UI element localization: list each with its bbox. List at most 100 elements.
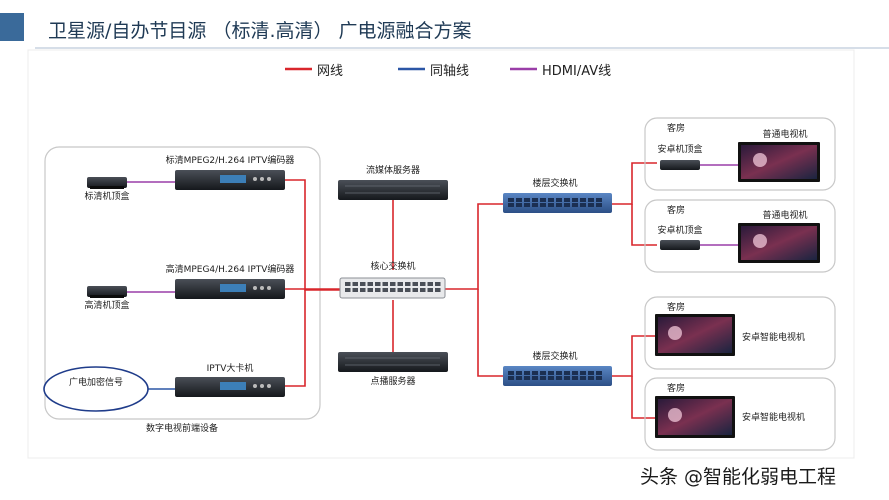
switch-port [427, 282, 433, 286]
switch-port [564, 371, 570, 375]
room-2-title: 客房 [667, 204, 685, 216]
headend-group [44, 146, 321, 420]
switch-port [564, 198, 570, 202]
switch-port [360, 288, 366, 292]
switch-port [397, 288, 403, 292]
room-2: 客房 安卓机顶盒 普通电视机 [644, 199, 836, 273]
switch-port [572, 203, 578, 207]
room-2-tv-device [738, 223, 820, 263]
room-4-tv-device [655, 396, 735, 438]
sd-encoder-label: 标清MPEG2/H.264 IPTV编码器 [166, 154, 295, 166]
switch-port [420, 282, 426, 286]
title-bar: 卫星源/自办节目源 （标清.高清） 广电源融合方案 [0, 10, 889, 50]
wire-core-floor2 [477, 289, 503, 377]
switch-port [367, 288, 373, 292]
switch-port [508, 203, 514, 207]
room-1: 客房 安卓机顶盒 普通电视机 [644, 117, 836, 191]
switch-port [580, 203, 586, 207]
legend-hdmi-label: HDMI/AV线 [542, 64, 611, 79]
switch-port [420, 288, 426, 292]
room-1-title: 客房 [667, 122, 685, 134]
core-switch-device [339, 277, 446, 299]
core-switch-label: 核心交换机 [370, 260, 415, 272]
sd-stb-device [87, 177, 127, 189]
streaming-server-device [338, 180, 448, 200]
switch-port [427, 288, 433, 292]
switch-port [516, 376, 522, 380]
floor-switch-1-device [503, 193, 612, 213]
switch-port [572, 376, 578, 380]
switch-port [382, 288, 388, 292]
switch-port [596, 376, 602, 380]
switch-port [516, 198, 522, 202]
room-1-tv-label: 普通电视机 [762, 128, 807, 140]
switch-port [524, 203, 530, 207]
legend-network-label: 网线 [317, 64, 343, 79]
floor-switch-2-device [503, 366, 612, 386]
switch-port [524, 376, 530, 380]
switch-port [580, 376, 586, 380]
headend-group-label: 数字电视前端设备 [146, 422, 218, 434]
wire-core-floor1 [445, 203, 503, 290]
switch-port [540, 376, 546, 380]
switch-port [532, 371, 538, 375]
room-1-stb-device [660, 160, 700, 170]
room-2-stb-device [660, 240, 700, 250]
title-accent-block [0, 13, 24, 41]
switch-port [532, 203, 538, 207]
switch-port [532, 198, 538, 202]
switch-port [540, 198, 546, 202]
switch-port [596, 203, 602, 207]
switch-port [588, 203, 594, 207]
switch-port [556, 371, 562, 375]
switch-port [367, 282, 373, 286]
room-3-tv-label: 安卓智能电视机 [742, 331, 805, 343]
iptv-card-device [175, 377, 285, 397]
hd-encoder-device [175, 279, 285, 299]
wire-floor1-room2 [631, 204, 657, 246]
streaming-server-label: 流媒体服务器 [366, 164, 420, 176]
room-3-title: 客房 [667, 301, 685, 313]
switch-port [532, 376, 538, 380]
switch-port [556, 203, 562, 207]
switch-port [596, 371, 602, 375]
wire-iptv-card-core [285, 290, 306, 387]
switch-port [352, 282, 358, 286]
switch-port [397, 282, 403, 286]
switch-port [548, 198, 554, 202]
room-3-tv-device [655, 314, 735, 356]
room-4: 客房 安卓智能电视机 [644, 377, 836, 451]
hd-encoder-label: 高清MPEG4/H.264 IPTV编码器 [166, 263, 295, 275]
title-underline [35, 47, 889, 49]
switch-port [516, 371, 522, 375]
switch-port [540, 371, 546, 375]
hd-stb-label: 高清机顶盒 [84, 299, 129, 311]
room-3: 客房 安卓智能电视机 [644, 296, 836, 370]
room-4-tv-label: 安卓智能电视机 [742, 411, 805, 423]
hd-stb-device [87, 286, 127, 298]
wire-floor2-room4 [631, 376, 657, 419]
switch-port [345, 282, 351, 286]
switch-port [435, 282, 441, 286]
sd-stb-label: 标清机顶盒 [84, 190, 129, 202]
wire-sd-encoder-core [285, 179, 340, 291]
switch-port [524, 371, 530, 375]
legend-coax-label: 同轴线 [430, 64, 469, 79]
switch-port [508, 376, 514, 380]
switch-port [360, 282, 366, 286]
encrypted-signal-label: 广电加密信号 [68, 378, 123, 388]
switch-port [548, 376, 554, 380]
encrypted-signal-source [43, 366, 149, 412]
switch-port [580, 371, 586, 375]
room-2-tv-label: 普通电视机 [762, 209, 807, 221]
watermark: 头条 @智能化弱电工程 [640, 466, 837, 488]
switch-port [588, 198, 594, 202]
switch-port [548, 203, 554, 207]
switch-port [540, 203, 546, 207]
iptv-card-label: IPTV大卡机 [207, 362, 254, 374]
vod-server-device [338, 352, 448, 372]
switch-port [412, 288, 418, 292]
page-title: 卫星源/自办节目源 （标清.高清） 广电源融合方案 [48, 20, 472, 42]
floor-switch-1-label: 楼层交换机 [532, 177, 577, 189]
switch-port [345, 288, 351, 292]
